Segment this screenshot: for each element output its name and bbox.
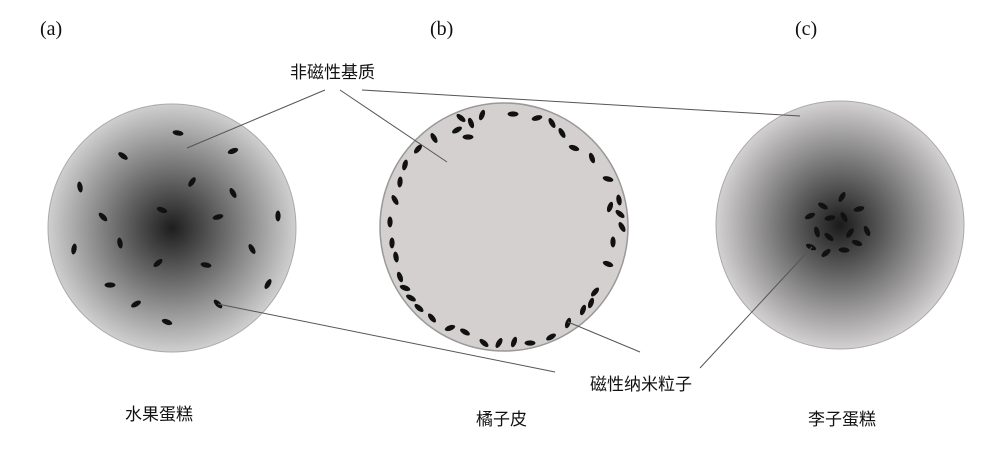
plum-cake-nanoparticle <box>804 212 816 220</box>
orange-peel-nanoparticle <box>456 113 466 123</box>
orange-peel-nanoparticle <box>427 313 437 323</box>
orange-peel-nanoparticle <box>507 111 519 117</box>
orange-peel-nanoparticle <box>479 338 489 348</box>
fruit-cake-nanoparticle <box>264 279 272 289</box>
plum-cake-nanoparticle <box>821 248 831 258</box>
orange-peel-nanoparticle <box>590 287 600 297</box>
orange-peel-nanoparticle <box>467 117 475 129</box>
fruit-cake-sphere <box>47 103 297 353</box>
fruit-cake-nanoparticle <box>200 262 212 268</box>
orange-peel-nanoparticle <box>452 126 462 134</box>
orange-peel-nanoparticle <box>558 128 566 138</box>
plum-cake-nanoparticle <box>863 225 871 237</box>
orange-peel-nanoparticle <box>460 328 470 336</box>
orange-peel-nanoparticle <box>397 176 403 188</box>
orange-peel-nanoparticle <box>524 340 536 346</box>
orange-peel-nanoparticle <box>399 284 411 292</box>
orange-peel-nanoparticle <box>510 336 518 348</box>
orange-peel-nanoparticle <box>402 159 408 171</box>
fruit-cake-nanoparticle <box>118 152 128 160</box>
orange-peel-nanoparticle <box>413 144 423 154</box>
orange-peel-nanoparticle <box>615 209 625 219</box>
orange-peel-nanoparticle <box>444 324 456 332</box>
fruit-cake-nanoparticle <box>131 300 141 308</box>
panel-label-a: (a) <box>40 18 63 40</box>
particle-pointer-b <box>567 321 641 353</box>
fruit-cake-nanoparticle <box>227 147 239 155</box>
fruit-cake-nanoparticle <box>229 188 237 198</box>
orange-peel-nanoparticle <box>579 304 587 316</box>
fruit-cake-nanoparticle <box>156 206 168 214</box>
fruit-cake-nanoparticle <box>98 212 108 222</box>
orange-peel-nanoparticle <box>478 109 486 121</box>
panel-label-b: (b) <box>430 18 454 40</box>
orange-peel-sphere <box>379 102 629 352</box>
fruit-cake-nanoparticle <box>77 181 83 193</box>
orange-peel-nanoparticle <box>462 134 474 140</box>
plum-cake-nanoparticle <box>805 243 817 251</box>
orange-peel-nanoparticle <box>546 333 556 341</box>
fruit-cake-nanoparticle <box>172 130 184 136</box>
fruit-cake-nanoparticle <box>248 244 256 254</box>
plum-cake-nanoparticle <box>814 226 820 238</box>
particle-pointer-c <box>699 246 813 369</box>
orange-peel-nanoparticle <box>548 118 556 128</box>
plum-cake-nanoparticle <box>851 239 863 247</box>
orange-peel-nanoparticle <box>587 297 595 309</box>
plum-cake-nanoparticle <box>824 215 836 221</box>
orange-peel-nanoparticle <box>610 236 616 248</box>
orange-peel-nanoparticle <box>396 271 404 283</box>
orange-peel-nanoparticle <box>430 133 438 143</box>
orange-peel-nanoparticle <box>602 260 614 268</box>
orange-peel-nanoparticle <box>568 144 580 152</box>
fruit-cake-nanoparticle <box>188 177 196 187</box>
orange-peel-nanoparticle <box>414 303 424 313</box>
orange-peel-nanoparticle <box>391 195 399 205</box>
orange-peel-nanoparticle <box>564 317 572 329</box>
orange-peel-nanoparticle <box>393 251 399 263</box>
panel-label-c: (c) <box>795 18 818 40</box>
orange-peel-nanoparticle <box>406 294 416 302</box>
plum-cake-sphere <box>715 100 965 350</box>
fruit-cake-nanoparticle <box>71 243 77 255</box>
matrix-label: 非磁性基质 <box>290 63 375 83</box>
plum-cake-nanoparticle <box>838 247 850 253</box>
plum-cake-caption: 李子蛋糕 <box>808 410 876 430</box>
particle-pointer-a <box>217 303 556 373</box>
matrix-pointer-c <box>361 89 801 117</box>
orange-peel-nanoparticle <box>606 201 614 213</box>
orange-peel-nanoparticle <box>531 115 543 121</box>
plum-cake-nanoparticle <box>824 232 834 242</box>
fruit-cake-nanoparticle <box>117 237 123 249</box>
orange-peel-nanoparticle <box>602 176 614 182</box>
matrix-pointer-b <box>339 89 448 163</box>
nanoparticles-label: 磁性纳米粒子 <box>590 375 692 395</box>
fruit-cake-nanoparticle <box>212 214 224 220</box>
orange-peel-nanoparticle <box>389 237 395 249</box>
plum-cake-nanoparticle <box>846 228 854 238</box>
matrix-pointer-a <box>186 89 326 149</box>
fruit-cake-nanoparticle <box>104 282 116 288</box>
fruit-cake-nanoparticle <box>153 258 163 268</box>
plum-cake-nanoparticle <box>838 192 846 202</box>
fruit-cake-nanoparticle <box>161 318 173 326</box>
orange-peel-nanoparticle <box>618 222 626 232</box>
orange-peel-nanoparticle <box>495 338 503 348</box>
orange-peel-nanoparticle <box>616 194 622 206</box>
fruit-cake-nanoparticle <box>275 210 281 222</box>
plum-cake-nanoparticle <box>853 206 865 212</box>
orange-peel-caption: 橘子皮 <box>476 410 527 430</box>
fruit-cake-caption: 水果蛋糕 <box>125 405 193 425</box>
orange-peel-nanoparticle <box>588 152 596 164</box>
plum-cake-nanoparticle <box>840 212 848 222</box>
orange-peel-nanoparticle <box>387 216 393 228</box>
plum-cake-nanoparticle <box>818 202 828 210</box>
